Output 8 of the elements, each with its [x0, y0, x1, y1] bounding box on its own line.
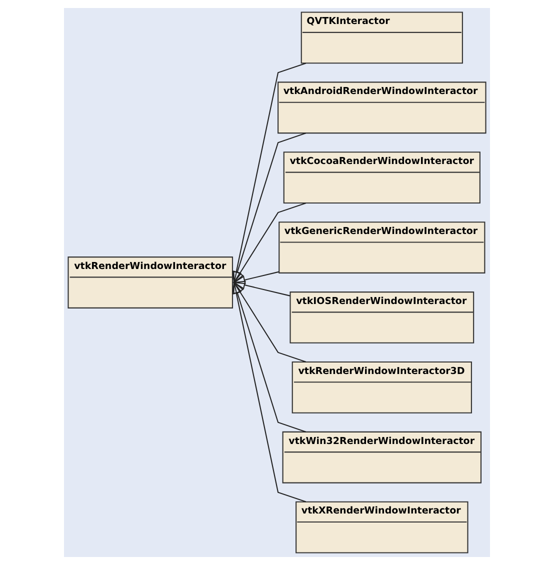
arrow: [233, 132, 306, 284]
arrow: [232, 280, 290, 296]
arrow: [233, 281, 306, 362]
arrow: [233, 202, 306, 284]
arrow: [232, 271, 280, 284]
arrow: [232, 62, 306, 284]
arrow: [233, 280, 306, 432]
arrow: [232, 280, 306, 502]
